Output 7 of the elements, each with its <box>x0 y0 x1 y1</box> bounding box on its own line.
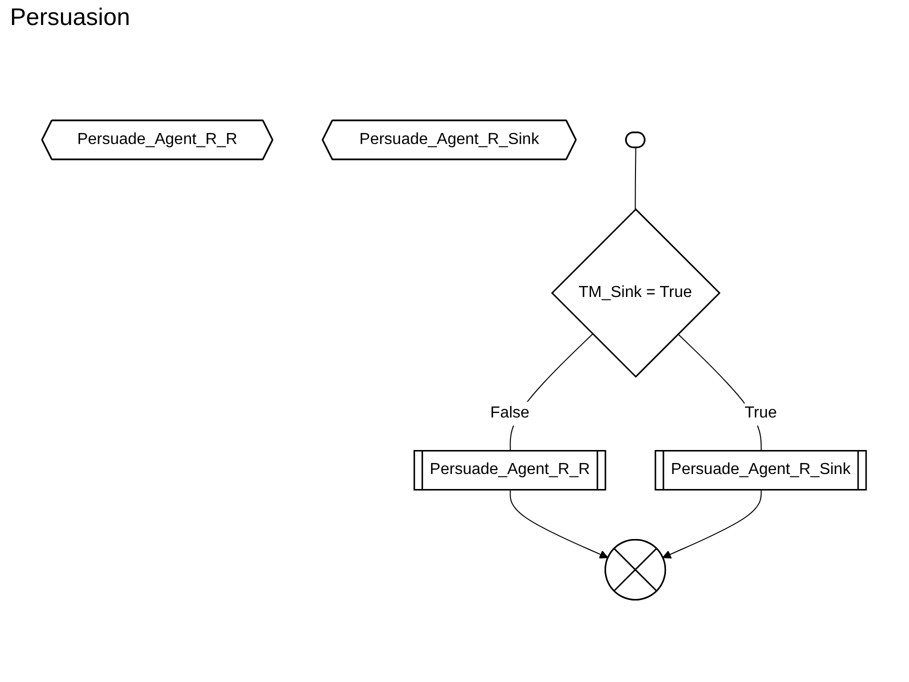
arrow <box>662 490 762 558</box>
arrow <box>510 490 609 558</box>
node-diamond: TM_Sink = True <box>552 208 721 378</box>
edge-label: True <box>745 404 778 422</box>
connector <box>635 147 637 210</box>
edge-label: False <box>490 404 530 422</box>
diagram-title: Persuasion <box>10 4 130 32</box>
